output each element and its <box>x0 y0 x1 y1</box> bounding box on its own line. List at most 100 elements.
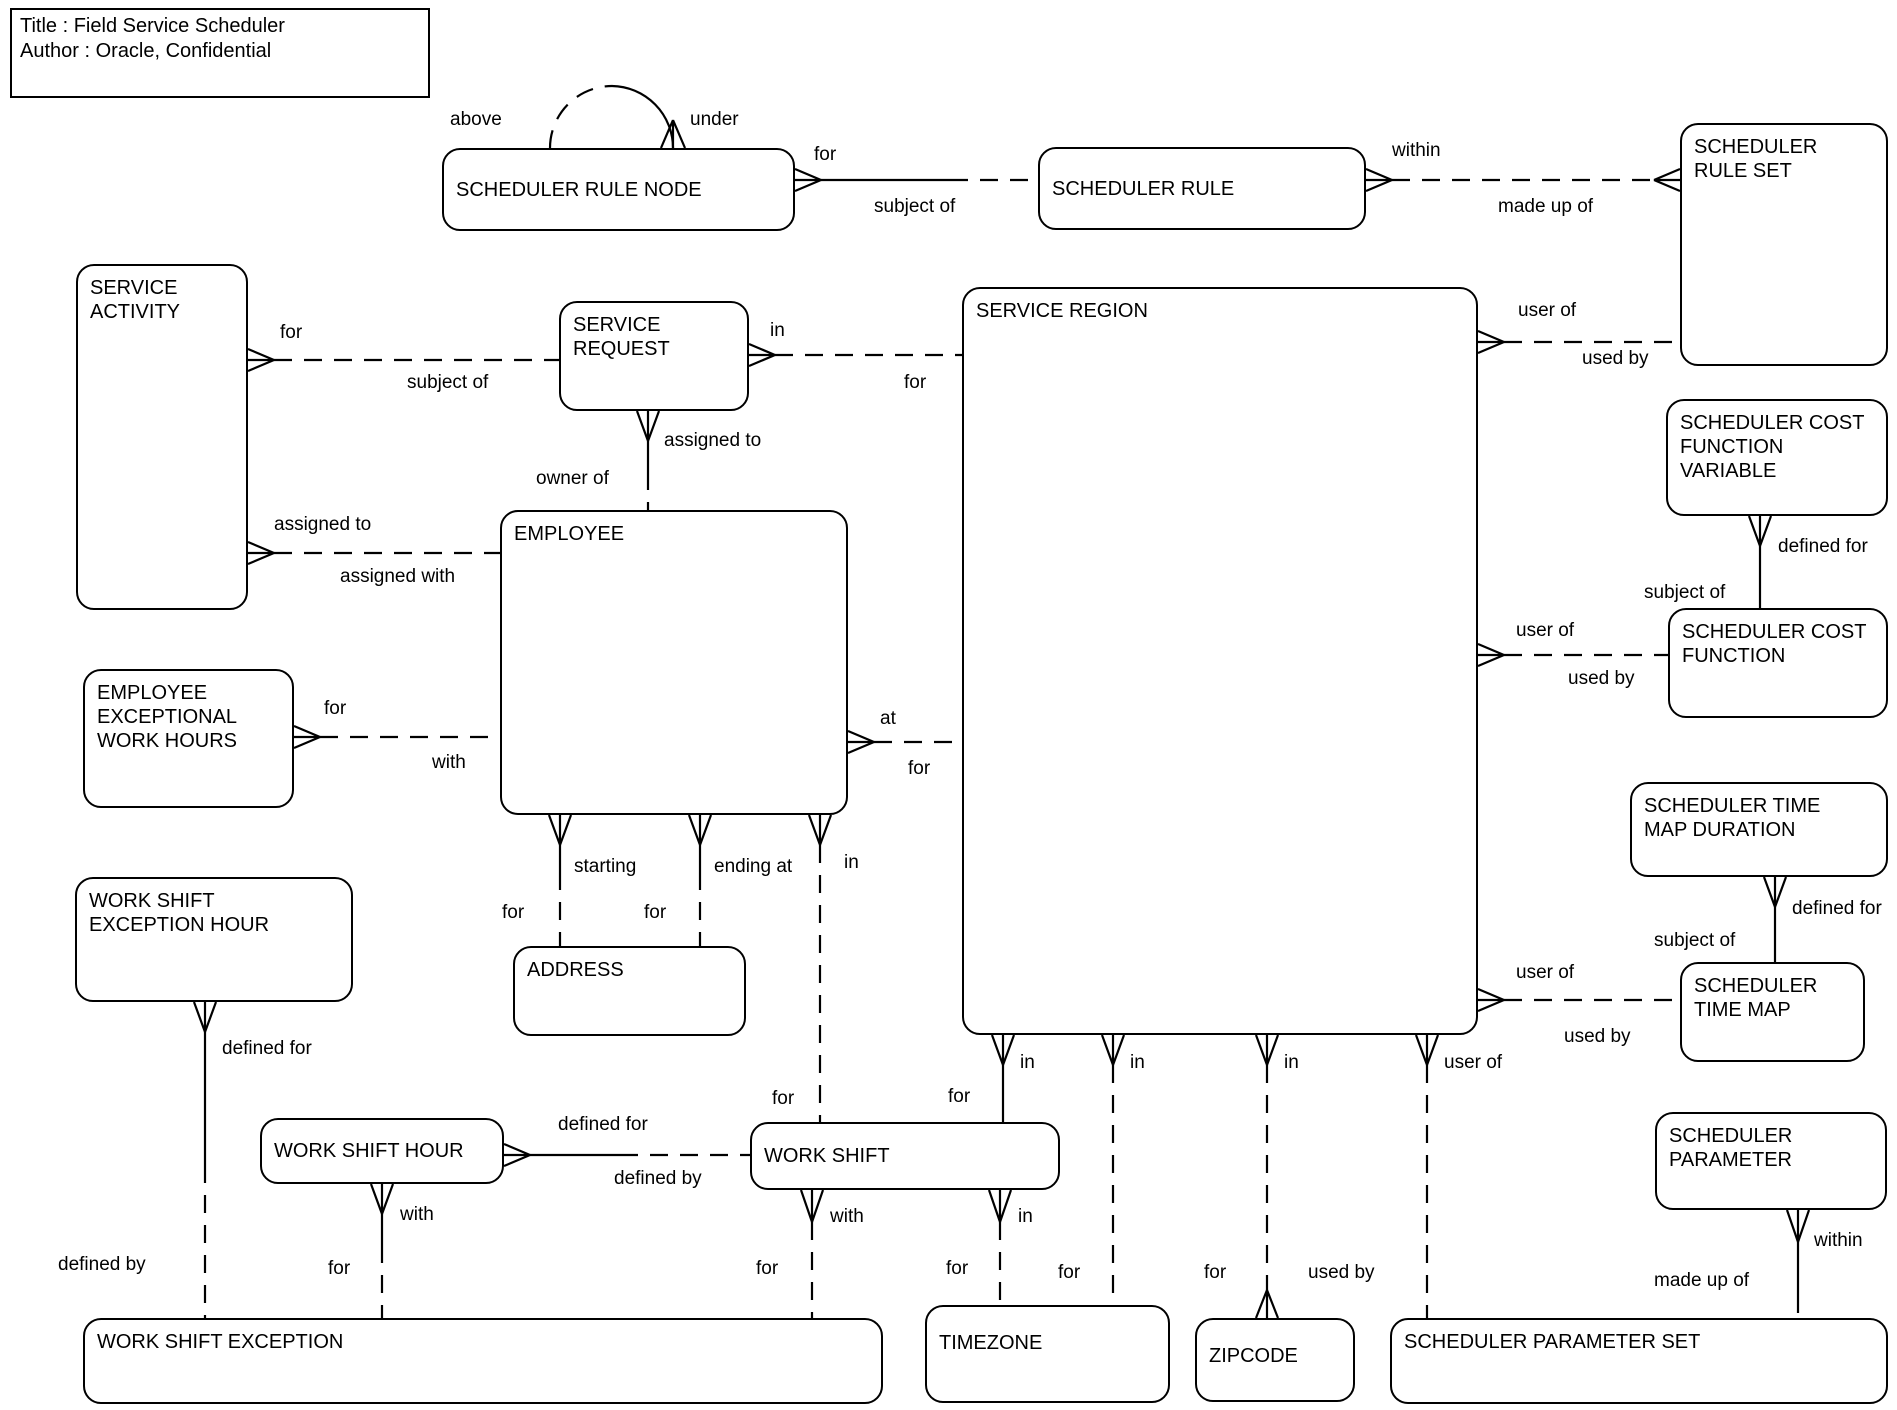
diagram-author: Author : Oracle, Confidential <box>20 40 272 62</box>
rel-label-for: for <box>946 1086 973 1108</box>
rel-rule-node-rule-line <box>794 167 1038 193</box>
rel-label-for: for <box>278 322 305 344</box>
rel-label-defined-by: defined by <box>56 1254 148 1276</box>
rel-employee-region-line <box>847 729 962 755</box>
rel-label-for: for <box>906 758 933 780</box>
entity-address[interactable]: ADDRESS <box>513 946 746 1036</box>
rel-region-time-map-line <box>1477 987 1680 1013</box>
rel-label-used-by: used by <box>1306 1262 1377 1284</box>
entity-work-shift-hour[interactable]: WORK SHIFT HOUR <box>260 1118 504 1184</box>
rel-label-used-by: used by <box>1580 348 1651 370</box>
rel-shift-hour-work-shift-line <box>503 1142 750 1168</box>
rel-label-above: above <box>448 109 504 131</box>
rel-label-user-of: user of <box>1516 300 1579 322</box>
rel-label-for: for <box>1056 1262 1083 1284</box>
rel-label-defined-for: defined for <box>220 1038 314 1060</box>
rel-label-for: for <box>944 1258 971 1280</box>
rel-exceptional-hours-employee-line <box>293 724 500 750</box>
rel-label-for: for <box>754 1258 781 1280</box>
rel-label-in: in <box>1128 1052 1147 1074</box>
rel-label-in: in <box>768 320 787 342</box>
rel-label-made-up-of: made up of <box>1652 1270 1752 1292</box>
diagram-title-box[interactable]: Title : Field Service Scheduler Author :… <box>10 8 430 98</box>
rel-region-rule-set-line <box>1477 329 1680 355</box>
rel-label-used-by: used by <box>1566 668 1637 690</box>
rel-cost-variable-cost-function-line <box>1747 515 1773 608</box>
rel-label-assigned-with: assigned with <box>338 566 458 588</box>
rel-label-within: within <box>1390 140 1443 162</box>
rel-label-ending-at: ending at <box>712 856 795 878</box>
rel-label-with: with <box>398 1204 436 1226</box>
rel-exception-hour-exception-line <box>192 1001 218 1318</box>
rel-label-assigned-to: assigned to <box>662 430 764 452</box>
rel-label-within: within <box>1812 1230 1865 1252</box>
entity-service-region[interactable]: SERVICE REGION <box>962 287 1478 1035</box>
rel-rule-rule-set-line <box>1365 167 1681 193</box>
rel-work-shift-timezone-line <box>987 1189 1013 1305</box>
entity-employee[interactable]: EMPLOYEE <box>500 510 848 815</box>
rel-label-under: under <box>688 109 741 131</box>
rel-shift-hour-exception-line <box>369 1183 395 1318</box>
rel-label-for: for <box>1202 1262 1229 1284</box>
rel-label-for: for <box>770 1088 797 1110</box>
rel-label-for: for <box>326 1258 353 1280</box>
rel-label-defined-for: defined for <box>1790 898 1884 920</box>
entity-scheduler-parameter[interactable]: SCHEDULER PARAMETER <box>1655 1112 1887 1210</box>
rel-region-zipcode-line <box>1254 1034 1280 1319</box>
rel-label-defined-for: defined for <box>556 1114 650 1136</box>
rel-region-timezone-line <box>1100 1034 1126 1305</box>
rel-label-in: in <box>1016 1206 1035 1228</box>
rel-request-region-line <box>748 342 962 368</box>
rel-parameter-parameter-set-line <box>1785 1209 1811 1318</box>
rel-region-cost-function-line <box>1477 642 1668 668</box>
entity-work-shift-exception-hour[interactable]: WORK SHIFT EXCEPTION HOUR <box>75 877 353 1002</box>
entity-scheduler-time-map[interactable]: SCHEDULER TIME MAP <box>1680 962 1865 1062</box>
entity-service-request[interactable]: SERVICE REQUEST <box>559 301 749 411</box>
rel-label-used-by: used by <box>1562 1026 1633 1048</box>
rel-label-at: at <box>878 708 898 730</box>
rel-label-user-of: user of <box>1514 620 1577 642</box>
rel-label-starting: starting <box>572 856 639 878</box>
entity-scheduler-rule-node[interactable]: SCHEDULER RULE NODE <box>442 148 795 231</box>
rel-label-for: for <box>812 144 839 166</box>
rel-employee-address-ending-line <box>687 814 713 946</box>
rel-label-subject-of: subject of <box>872 196 958 218</box>
entity-work-shift-exception[interactable]: WORK SHIFT EXCEPTION <box>83 1318 883 1404</box>
entity-scheduler-rule[interactable]: SCHEDULER RULE <box>1038 147 1366 230</box>
rel-label-for: for <box>500 902 527 924</box>
rel-label-with: with <box>430 752 468 774</box>
rel-work-shift-exception-line <box>799 1189 825 1318</box>
rel-label-in: in <box>1018 1052 1037 1074</box>
entity-timezone[interactable]: TIMEZONE <box>925 1305 1170 1403</box>
rel-region-parameter-set-line <box>1414 1034 1440 1318</box>
rel-activity-employee-line <box>247 540 500 566</box>
rel-label-user-of: user of <box>1514 962 1577 984</box>
rel-employee-work-shift-line <box>807 814 833 1122</box>
rel-label-made-up-of: made up of <box>1496 196 1596 218</box>
rel-label-for: for <box>322 698 349 720</box>
entity-zipcode[interactable]: ZIPCODE <box>1195 1318 1355 1402</box>
rel-label-for: for <box>902 372 929 394</box>
entity-scheduler-cost-function-variable[interactable]: SCHEDULER COST FUNCTION VARIABLE <box>1666 399 1888 516</box>
rel-employee-address-starting-line <box>547 814 573 946</box>
entity-work-shift[interactable]: WORK SHIFT <box>750 1122 1060 1190</box>
rel-label-assigned-to: assigned to <box>272 514 374 536</box>
entity-scheduler-parameter-set[interactable]: SCHEDULER PARAMETER SET <box>1390 1318 1888 1404</box>
rel-label-subject-of: subject of <box>405 372 491 394</box>
rel-label-for: for <box>642 902 669 924</box>
entity-scheduler-cost-function[interactable]: SCHEDULER COST FUNCTION <box>1668 608 1888 718</box>
entity-scheduler-rule-set[interactable]: SCHEDULER RULE SET <box>1680 123 1888 366</box>
entity-scheduler-time-map-duration[interactable]: SCHEDULER TIME MAP DURATION <box>1630 782 1888 877</box>
rel-region-work-shift-line <box>990 1034 1016 1122</box>
rel-label-in: in <box>1282 1052 1301 1074</box>
diagram-title: Title : Field Service Scheduler <box>20 15 285 37</box>
rel-label-owner-of: owner of <box>534 468 611 490</box>
rel-time-map-duration-time-map-line <box>1762 876 1788 962</box>
rel-activity-request-line <box>247 347 559 373</box>
rel-label-user-of: user of <box>1442 1052 1505 1074</box>
rel-label-defined-for: defined for <box>1776 536 1870 558</box>
entity-employee-exceptional-work-hours[interactable]: EMPLOYEE EXCEPTIONAL WORK HOURS <box>83 669 294 808</box>
entity-service-activity[interactable]: SERVICE ACTIVITY <box>76 264 248 610</box>
